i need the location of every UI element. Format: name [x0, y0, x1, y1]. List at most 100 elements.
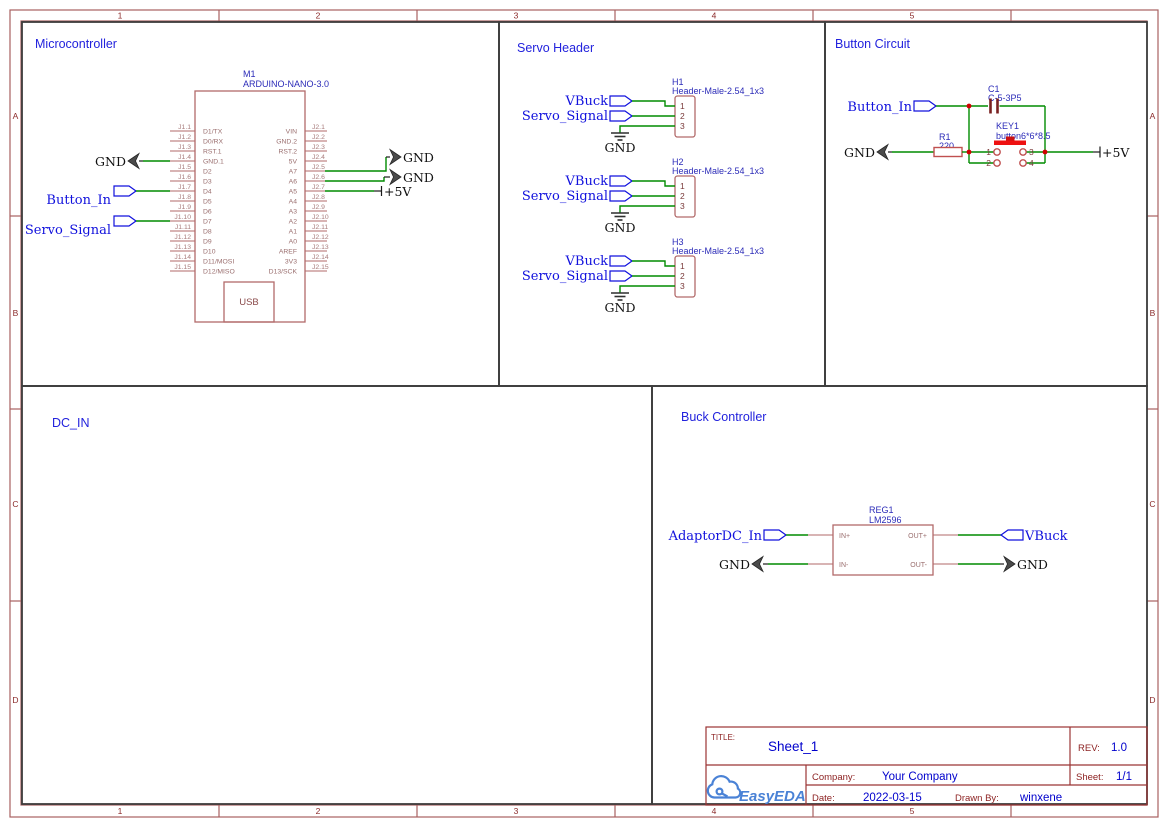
gnd-flag-icon[interactable] — [876, 143, 889, 161]
header-body[interactable] — [674, 175, 696, 218]
header-part[interactable]: Header-Male-2.54_1x3 — [672, 166, 764, 176]
component-m1-arduino-nano[interactable]: M1 ARDUINO-NANO-3.0 USB J1.1D1/TXJ1.2D0/… — [170, 69, 329, 323]
gnd-label[interactable]: GND — [605, 220, 636, 235]
header-ref[interactable]: H3 — [672, 237, 684, 247]
m1-body[interactable] — [194, 90, 306, 323]
button-in-label[interactable]: Button_In — [847, 100, 912, 115]
header-body[interactable] — [674, 255, 696, 298]
gnd-label[interactable]: GND — [95, 154, 126, 169]
netflag-icon[interactable] — [609, 190, 634, 202]
section-title-buck-controller[interactable]: Buck Controller — [681, 410, 766, 424]
key1-value[interactable]: button6*6*8.5 — [996, 131, 1051, 141]
plus5v-label[interactable]: +5V — [1102, 145, 1130, 160]
wire[interactable] — [632, 260, 675, 267]
servo-signal-label[interactable]: Servo_Signal — [522, 109, 608, 124]
netflag-icon[interactable] — [113, 215, 138, 227]
servo-signal-label[interactable]: Servo_Signal — [522, 189, 608, 204]
vbuck-label[interactable]: VBuck — [565, 94, 609, 109]
gnd-flag-icon[interactable] — [389, 148, 402, 166]
vbuck-label[interactable]: VBuck — [565, 254, 609, 269]
wire[interactable] — [619, 125, 675, 133]
component-h1-header[interactable]: H1Header-Male-2.54_1x3123VBuckServo_Sign… — [522, 77, 764, 155]
switch-pin-icon[interactable] — [993, 159, 1001, 167]
resistor-body-icon[interactable] — [933, 146, 963, 158]
servo-signal-label[interactable]: Servo_Signal — [25, 223, 111, 238]
gnd-label[interactable]: GND — [844, 145, 875, 160]
gnd-label[interactable]: GND — [403, 150, 434, 165]
title-block[interactable]: TITLE: Sheet_1 REV: 1.0 EasyEDA Company:… — [705, 726, 1148, 806]
reg1-body[interactable] — [832, 524, 934, 576]
net-gnd-j14[interactable]: GND — [95, 152, 170, 170]
wire[interactable] — [325, 157, 387, 172]
button-circuit-box[interactable] — [824, 21, 1148, 387]
button-in-label[interactable]: Button_In — [46, 193, 111, 208]
gnd-flag-icon[interactable] — [1003, 555, 1016, 573]
component-reg1[interactable]: REG1 LM2596 IN+ IN- OUT+ OUT- — [808, 505, 958, 576]
reg1-ref[interactable]: REG1 — [869, 505, 894, 515]
button-circuit[interactable]: Button_In C1 C-5-3P5 GND R1 220 KEY1 but… — [844, 84, 1130, 168]
net-gnd-a6[interactable]: GND — [325, 168, 434, 186]
gnd-label[interactable]: GND — [605, 300, 636, 315]
component-c1[interactable]: C1 C-5-3P5 — [988, 84, 1022, 114]
component-h3-header[interactable]: H3Header-Male-2.54_1x3123VBuckServo_Sign… — [522, 237, 764, 315]
vbuck-label[interactable]: VBuck — [565, 174, 609, 189]
section-boxes[interactable] — [21, 21, 1148, 805]
wire[interactable] — [325, 177, 385, 182]
netflag-icon[interactable] — [609, 110, 634, 122]
switch-pin-icon[interactable] — [1019, 159, 1027, 167]
net-servo-signal-j110[interactable]: Servo_Signal — [25, 215, 170, 238]
switch-pin-icon[interactable] — [993, 148, 1001, 156]
r1-ref[interactable]: R1 — [939, 132, 951, 142]
company-value[interactable]: Your Company — [882, 771, 958, 783]
netflag-icon[interactable] — [609, 95, 634, 107]
wire[interactable] — [632, 100, 675, 107]
servo-header-box[interactable] — [498, 21, 826, 387]
adaptor-dc-in-label[interactable]: AdaptorDC_In — [668, 529, 763, 544]
m1-ref[interactable]: M1 — [243, 69, 256, 79]
m1-part[interactable]: ARDUINO-NANO-3.0 — [243, 79, 329, 89]
section-title-button-circuit[interactable]: Button Circuit — [835, 37, 911, 51]
header-part[interactable]: Header-Male-2.54_1x3 — [672, 246, 764, 256]
servo-headers-group[interactable]: H1Header-Male-2.54_1x3123VBuckServo_Sign… — [522, 77, 764, 315]
gnd-label[interactable]: GND — [719, 557, 750, 572]
component-h2-header[interactable]: H2Header-Male-2.54_1x3123VBuckServo_Sign… — [522, 157, 764, 235]
plus5v-label[interactable]: +5V — [384, 184, 412, 199]
component-key1[interactable]: KEY1 button6*6*8.5 1 2 3 4 — [969, 121, 1051, 168]
sheet-value[interactable]: 1/1 — [1116, 771, 1132, 783]
netflag-icon[interactable] — [609, 270, 634, 282]
header-part[interactable]: Header-Male-2.54_1x3 — [672, 86, 764, 96]
button-cap-icon[interactable] — [994, 140, 1026, 146]
buck-controller[interactable]: REG1 LM2596 IN+ IN- OUT+ OUT- AdaptorDC_… — [668, 505, 1068, 576]
c1-value[interactable]: C-5-3P5 — [988, 93, 1022, 103]
header-ref[interactable]: H2 — [672, 157, 684, 167]
header-ref[interactable]: H1 — [672, 77, 684, 87]
r1-value[interactable]: 220 — [939, 141, 954, 151]
wire[interactable] — [619, 285, 675, 293]
netflag-icon[interactable] — [999, 529, 1024, 541]
wire[interactable] — [632, 180, 675, 187]
gnd-label[interactable]: GND — [403, 170, 434, 185]
key1-ref[interactable]: KEY1 — [996, 121, 1019, 131]
netflag-icon[interactable] — [763, 529, 788, 541]
netflag-icon[interactable] — [113, 185, 138, 197]
net-gnd-button[interactable]: GND — [844, 143, 934, 161]
net-gnd-a7[interactable]: GND — [325, 148, 434, 172]
net-gnd-buck-in[interactable]: GND — [719, 555, 808, 573]
gnd-label[interactable]: GND — [605, 140, 636, 155]
section-title-servo-header[interactable]: Servo Header — [517, 41, 594, 55]
gnd-label[interactable]: GND — [1017, 557, 1048, 572]
gnd-flag-icon[interactable] — [751, 555, 764, 573]
m1-usb-outline[interactable] — [223, 281, 275, 323]
section-title-dc-in[interactable]: DC_IN — [52, 416, 90, 430]
gnd-flag-icon[interactable] — [389, 168, 402, 186]
net-button-in-j17[interactable]: Button_In — [46, 185, 170, 208]
vbuck-label[interactable]: VBuck — [1024, 529, 1068, 544]
reg1-part[interactable]: LM2596 — [869, 515, 902, 525]
date-value[interactable]: 2022-03-15 — [863, 792, 922, 804]
buck-controller-box[interactable] — [651, 385, 1148, 805]
net-plus5v-a5[interactable]: +5V — [325, 184, 412, 199]
gnd-flag-icon[interactable] — [127, 152, 140, 170]
net-button-in[interactable]: Button_In — [847, 100, 988, 115]
sheet-title-value[interactable]: Sheet_1 — [768, 739, 818, 754]
component-r1[interactable]: R1 220 — [933, 132, 963, 158]
